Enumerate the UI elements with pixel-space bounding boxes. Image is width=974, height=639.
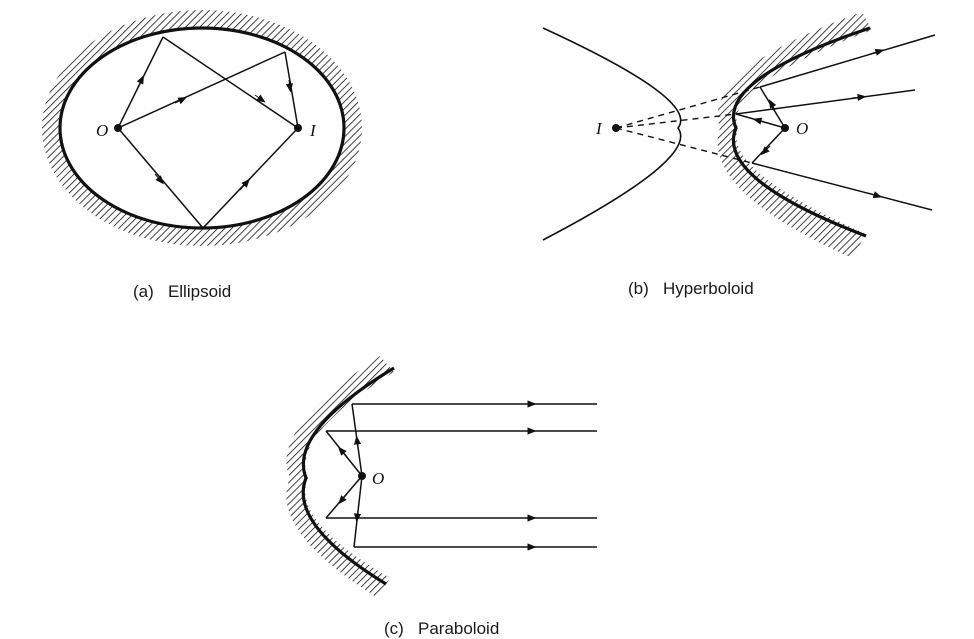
ellipsoid-rays (117, 36, 299, 229)
ellipsoid-arrows (136, 74, 294, 191)
point-i-dot (294, 124, 302, 132)
arrow-head (752, 117, 766, 125)
point-o-label: O (796, 119, 808, 138)
arrow-head (285, 79, 294, 93)
point-o-dot (781, 124, 789, 132)
caption-paraboloid: (c) Paraboloid (384, 619, 499, 638)
paraboloid-mirror-surface (301, 366, 395, 586)
hyperboloid-rays (735, 34, 936, 211)
arrow-head (254, 94, 266, 103)
caption-hyperboloid: (b) Hyperboloid (628, 279, 754, 298)
dashed-virtual-ray (615, 127, 753, 164)
paraboloid-hatching (286, 356, 394, 598)
ray-segment (759, 34, 936, 88)
arrow-head (851, 93, 867, 102)
paraboloid-rays (325, 403, 597, 548)
point-o-label: O (372, 469, 384, 488)
arrow-head (239, 178, 250, 191)
ellipsoid-mirror-surface (58, 26, 346, 230)
point-o-label: O (96, 121, 108, 140)
arrow-head (338, 493, 348, 505)
arrow-head (174, 96, 188, 105)
panel-paraboloid: O (c) Paraboloid (286, 356, 597, 638)
virtual-hyperbola-branch (542, 27, 682, 241)
point-i-label: I (309, 121, 317, 140)
paraboloid-arrows (338, 400, 537, 551)
hyperboloid-mirror-surface (731, 26, 871, 238)
hyperboloid-hatching (717, 12, 872, 258)
caption-ellipsoid: (a) Ellipsoid (133, 282, 231, 301)
arrow-head (869, 48, 885, 56)
arrow-head (353, 509, 362, 523)
arrow-head (136, 74, 145, 88)
arrow-head (760, 145, 771, 156)
arrow-head (338, 446, 348, 458)
ray-segment (735, 89, 916, 115)
ray-segment (202, 127, 299, 229)
arrow-head (867, 191, 883, 199)
ray-segment (751, 127, 786, 164)
arrow-head (353, 435, 362, 449)
hyperboloid-dashed-lines (615, 86, 761, 164)
point-o-dot (358, 472, 366, 480)
ray-segment (751, 162, 933, 211)
point-i-label: I (595, 119, 603, 138)
arrow-head (768, 99, 777, 111)
point-i-dot (612, 124, 620, 132)
panel-hyperboloid: I O (b) Hyperboloid (542, 12, 936, 298)
point-o-dot (114, 124, 122, 132)
ray-segment (117, 51, 286, 129)
hyperboloid-arrows (752, 48, 885, 199)
dashed-virtual-ray (615, 113, 737, 129)
panel-ellipsoid: O I (a) Ellipsoid (42, 10, 362, 301)
arrow-head (154, 173, 164, 185)
dashed-virtual-ray (615, 86, 761, 129)
ray-segment (162, 36, 299, 129)
